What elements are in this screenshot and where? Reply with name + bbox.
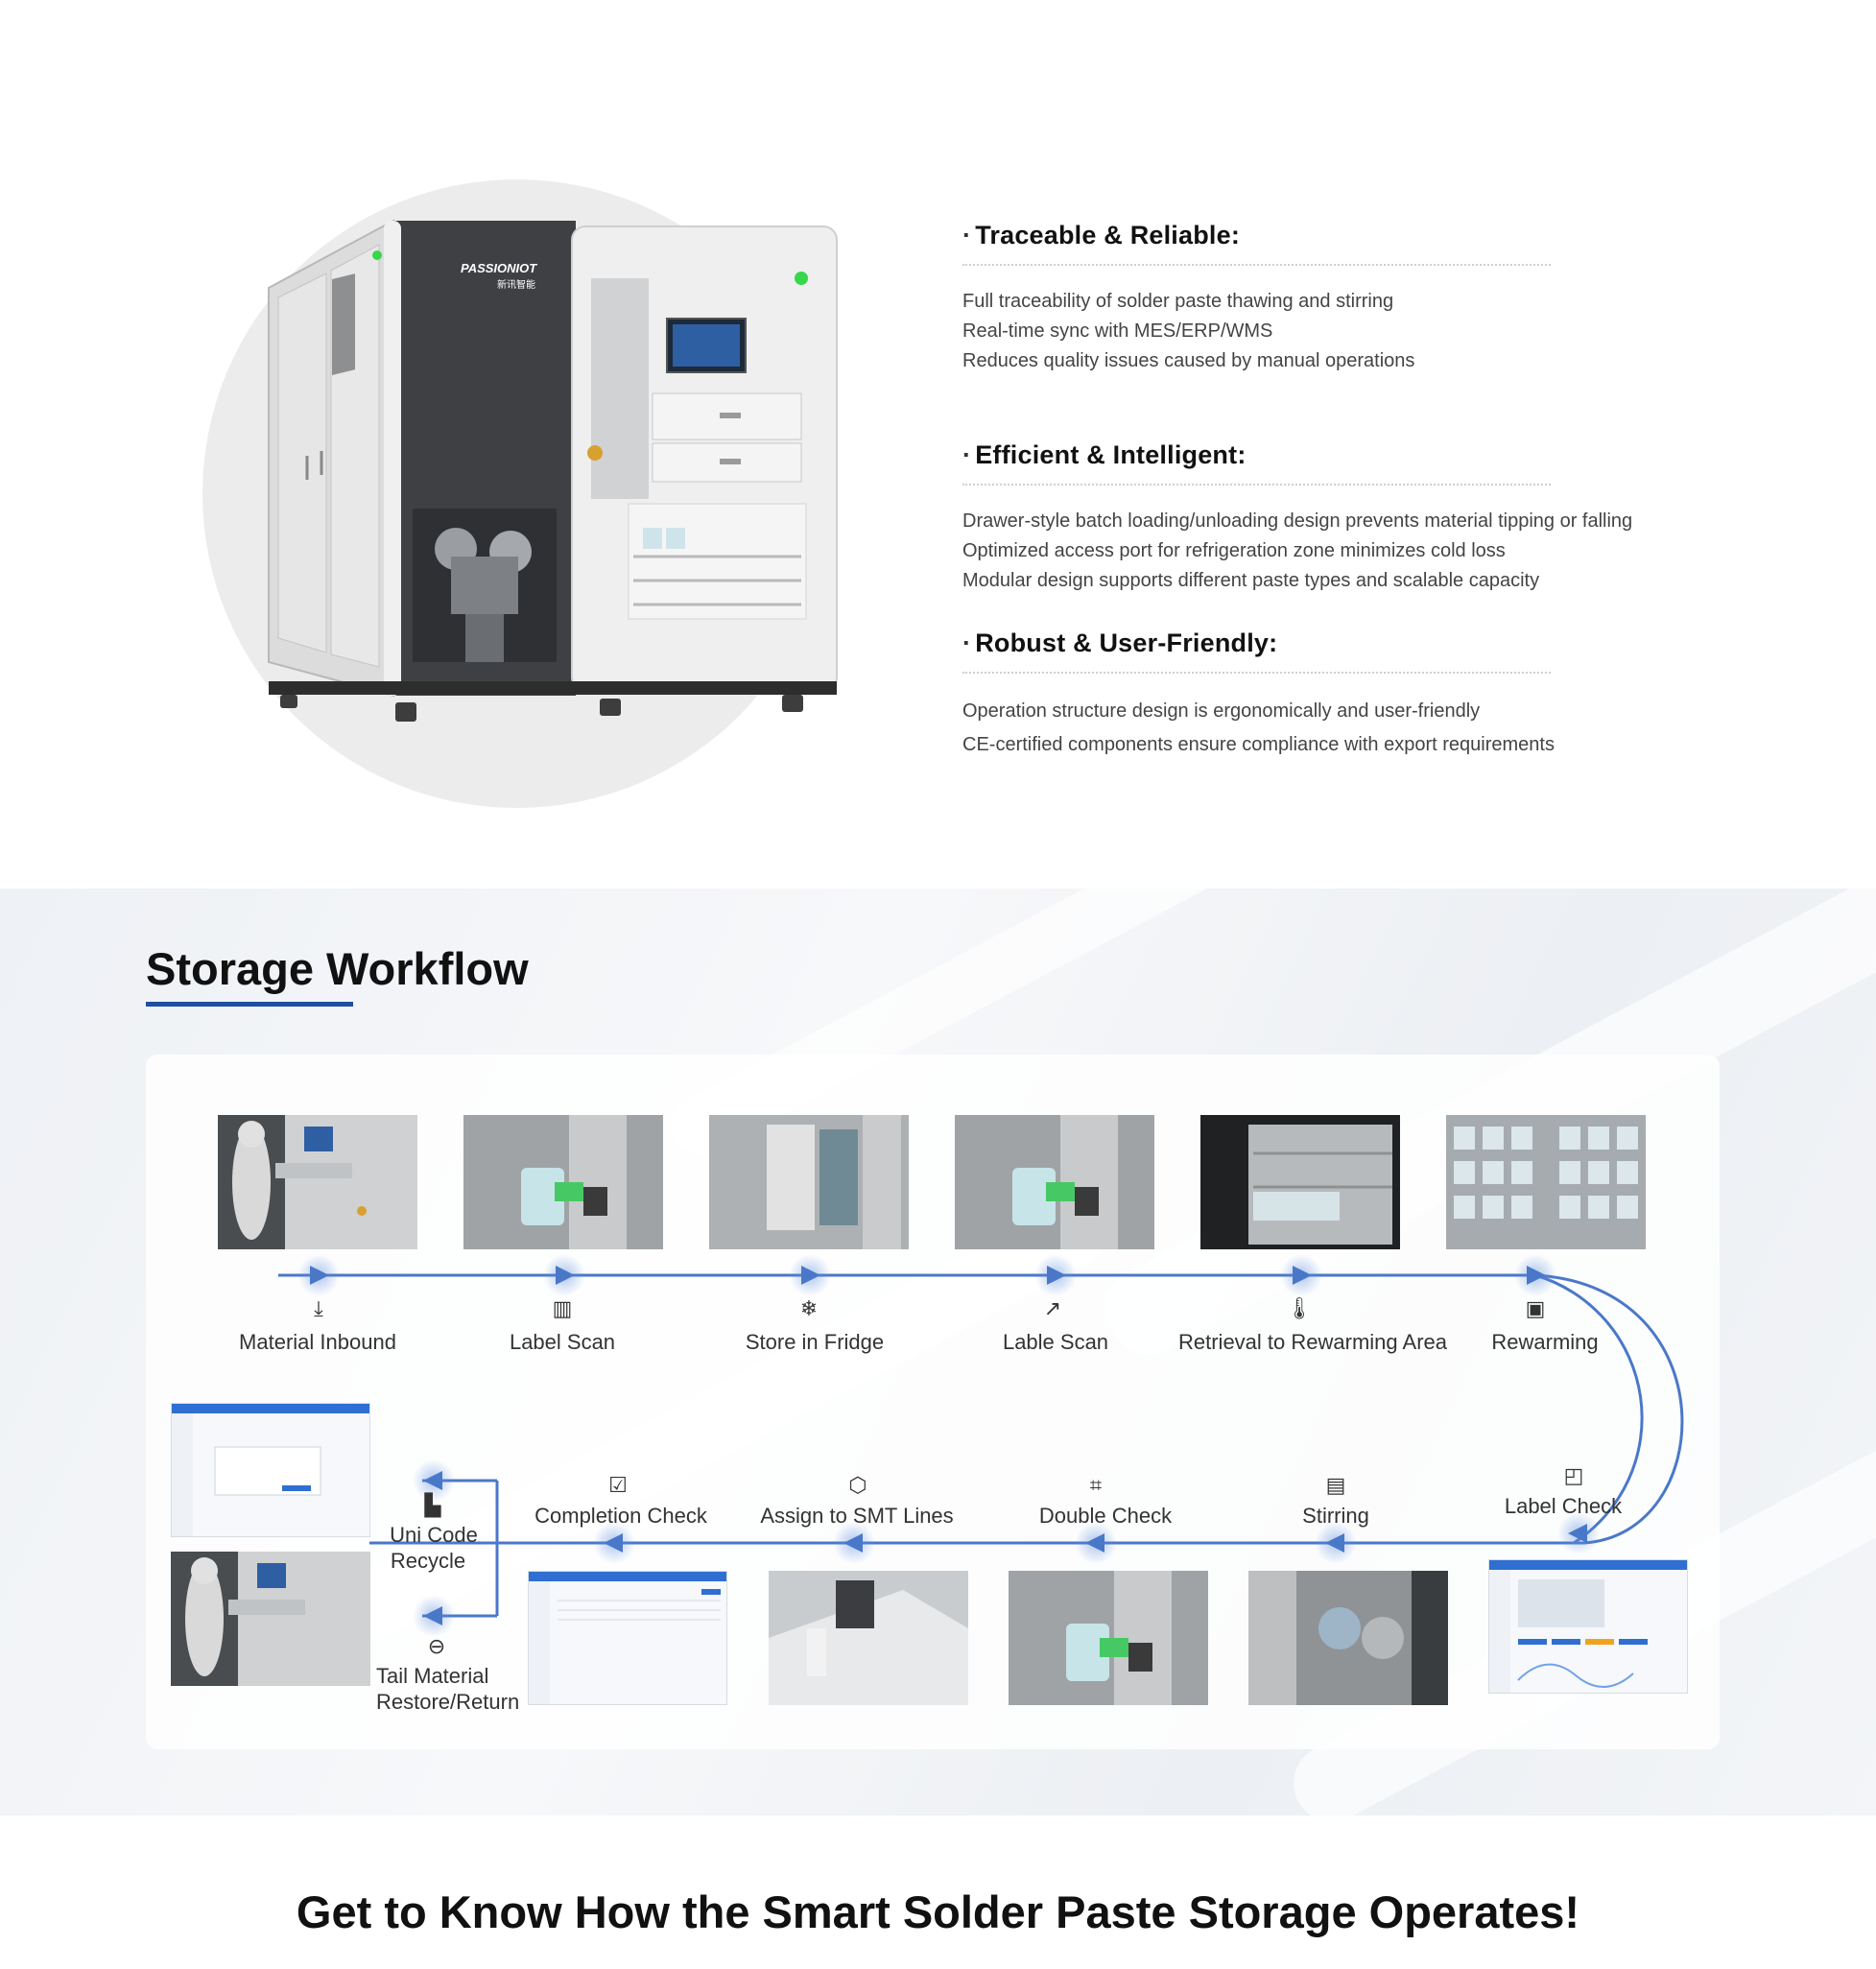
step-label-rewarming: Rewarming xyxy=(1491,1330,1599,1354)
feature-line: Operation structure design is ergonomica… xyxy=(962,700,1481,722)
download-icon: ⤓ xyxy=(314,1296,323,1320)
step-label-label-scan: Label Scan xyxy=(509,1330,616,1354)
cta-title: Get to Know How the Smart Solder Paste S… xyxy=(296,1886,1580,1937)
step-label-restore-return: Restore/Return xyxy=(376,1690,520,1714)
step-label-retrieval: Retrieval to Rewarming Area xyxy=(1177,1330,1448,1354)
step-label-lable-scan: Lable Scan xyxy=(1002,1330,1109,1354)
feature-line: Optimized access port for refrigeration … xyxy=(962,540,1506,561)
feature-line: Drawer-style batch loading/unloading des… xyxy=(962,510,1633,532)
box-icon: ⬡ xyxy=(848,1473,867,1497)
scan-frame-icon: ⌗ xyxy=(1089,1473,1103,1497)
step-label-recycle: Recycle xyxy=(390,1549,466,1573)
return-arrow-icon: ⊖ xyxy=(427,1634,446,1658)
step-label-assign-smt: Assign to SMT Lines xyxy=(760,1504,954,1528)
step-label-stirring: Stirring xyxy=(1302,1504,1369,1528)
step-label-tail-material: Tail Material xyxy=(376,1664,489,1688)
step-thumbnail-rewarming xyxy=(1446,1115,1646,1249)
step-thumbnail-retrieval xyxy=(1200,1115,1400,1249)
snowflake-icon: ❄ xyxy=(799,1296,819,1320)
step-label-uni-code: Uni Code xyxy=(390,1523,478,1547)
step-label-material-inbound: Material Inbound xyxy=(239,1330,396,1354)
feature-line: Reduces quality issues caused by manual … xyxy=(962,350,1415,371)
workflow-title-underline xyxy=(146,1002,353,1007)
heater-icon: ▣ xyxy=(1525,1296,1546,1320)
feature-title: ·Robust & User-Friendly: xyxy=(962,629,1278,657)
solder-paste-storage-machine-image: PASSIONIOT 新讯智能 xyxy=(268,219,838,722)
step-thumbnail-tail-material xyxy=(171,1552,370,1686)
feature-efficient: ·Efficient & Intelligent: Drawer-style b… xyxy=(962,440,1692,596)
camera-icon: ◰ xyxy=(1563,1463,1584,1487)
feature-line: CE-certified components ensure complianc… xyxy=(962,734,1555,755)
step-thumbnail-label-check xyxy=(1488,1559,1688,1694)
mixer-icon: ▤ xyxy=(1325,1473,1346,1497)
feature-divider xyxy=(962,484,1551,486)
step-label-store-in-fridge: Store in Fridge xyxy=(745,1330,885,1354)
step-thumbnail-stirring xyxy=(1248,1571,1448,1705)
step-thumbnail-double-check xyxy=(1009,1571,1208,1705)
step-thumbnail-uni-code-recycle xyxy=(171,1403,370,1537)
step-label-label-check: Label Check xyxy=(1504,1494,1623,1518)
external-link-icon: ↗ xyxy=(1043,1296,1062,1320)
machine-logo: PASSIONIOT xyxy=(461,261,537,275)
step-thumbnail-store-in-fridge xyxy=(709,1115,909,1249)
recycle-bin-icon: ▙ xyxy=(424,1493,441,1517)
feature-line: Full traceability of solder paste thawin… xyxy=(962,291,1394,312)
step-thumbnail-assign-smt xyxy=(769,1571,968,1705)
step-thumbnail-material-inbound xyxy=(218,1115,417,1249)
clipboard-check-icon: ☑ xyxy=(608,1473,628,1497)
workflow-title: Storage Workflow xyxy=(146,943,529,994)
step-label-double-check: Double Check xyxy=(1038,1504,1173,1528)
step-label-completion-check: Completion Check xyxy=(534,1504,707,1528)
feature-line: Real-time sync with MES/ERP/WMS xyxy=(962,320,1273,342)
step-thumbnail-label-scan xyxy=(463,1115,663,1249)
step-thumbnail-completion-check xyxy=(528,1571,727,1705)
feature-title: ·Efficient & Intelligent: xyxy=(962,440,1247,469)
feature-title: ·Traceable & Reliable: xyxy=(962,221,1241,249)
thermometer-icon: 🌡 xyxy=(1286,1296,1313,1320)
feature-divider xyxy=(962,672,1551,674)
feature-traceable: ·Traceable & Reliable: Full traceability… xyxy=(962,221,1692,376)
step-thumbnail-lable-scan xyxy=(955,1115,1154,1249)
feature-line: Modular design supports different paste … xyxy=(962,570,1540,591)
feature-robust: ·Robust & User-Friendly: Operation struc… xyxy=(962,629,1692,762)
feature-divider xyxy=(962,264,1551,266)
barcode-scan-icon: ▥ xyxy=(552,1296,573,1320)
machine-logo-sub: 新讯智能 xyxy=(497,278,535,291)
